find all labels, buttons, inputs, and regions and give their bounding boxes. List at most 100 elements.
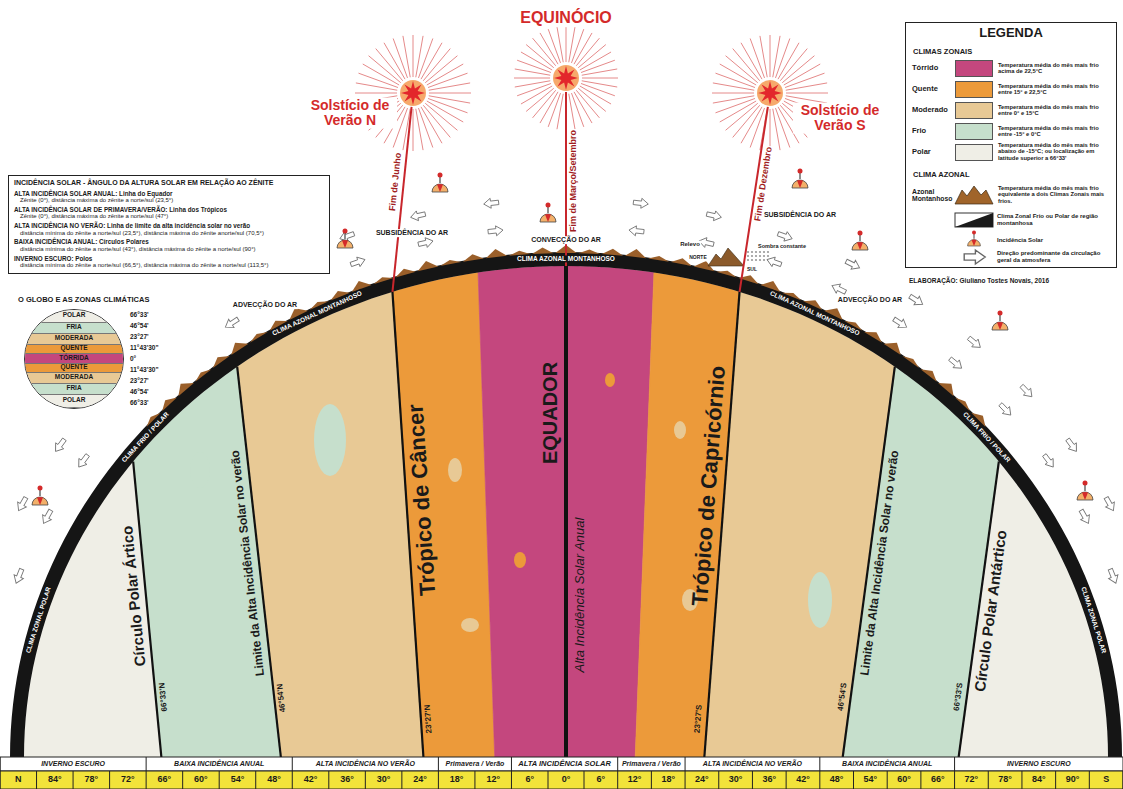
shadow-dot <box>759 251 761 253</box>
latitude-tick: 36° <box>761 775 777 785</box>
cell-separator <box>36 771 37 789</box>
incidence-symbol <box>432 173 448 193</box>
latitude-value: 11°43'30" <box>129 344 160 351</box>
zone-band: POLAR <box>25 310 123 323</box>
shadow-dot <box>763 255 765 257</box>
sun <box>514 26 618 266</box>
latitude-tick: 54° <box>230 775 246 785</box>
shadow-dot <box>747 251 749 253</box>
sun-ray <box>363 64 399 85</box>
circulation-arrow <box>488 225 504 237</box>
latitude-tick: 66° <box>157 775 173 785</box>
cell-separator <box>1089 771 1090 789</box>
mountain-relief <box>373 277 393 284</box>
legend-label: Moderado <box>912 106 948 114</box>
season-label: Solstício de Verão N <box>303 98 397 129</box>
sun <box>712 35 828 292</box>
circulation-arrow <box>947 355 965 372</box>
cell-separator <box>548 771 549 789</box>
circulation-arrow <box>52 436 69 454</box>
circulation-arrow <box>223 315 241 331</box>
sun-ray <box>576 90 599 118</box>
shadow-dot <box>747 255 749 257</box>
rim-label: CLIMA AZONAL MONTANHOSO <box>516 255 616 262</box>
latitude-tick: N <box>14 775 23 785</box>
rim-label: CLIMA FRIO / POLAR <box>961 410 1012 465</box>
sun-disc <box>757 80 783 106</box>
observer-head <box>343 229 348 234</box>
latitude-tick: 30° <box>728 775 744 785</box>
sun-ray <box>760 36 767 77</box>
circulation-arrow <box>1018 382 1036 400</box>
climate-patch <box>514 552 526 568</box>
legend-description: Temperatura média do mês mais frio entre… <box>997 104 1115 117</box>
latitude-label: 66°33'N <box>158 681 170 712</box>
climate-patch <box>448 458 462 482</box>
cell-separator <box>685 771 686 789</box>
mountain-relief <box>486 249 507 258</box>
shadow-dot <box>755 259 757 261</box>
cell-separator <box>584 771 585 789</box>
info-text: BAIXA INCIDÊNCIA ANUAL: Círculos Polares <box>14 238 324 245</box>
cell-separator <box>988 771 989 789</box>
rim-label: CLIMA ZONAL POLAR <box>1080 585 1108 655</box>
sun-ray <box>741 107 762 143</box>
incidence-wedge <box>545 214 551 222</box>
band-name: QUENTE <box>60 364 87 371</box>
zone-label: ALTA INCIDÊNCIA SOLAR <box>517 760 612 768</box>
legend-swatch <box>955 144 993 161</box>
sun-ray <box>557 27 563 62</box>
mountain-relief <box>716 271 736 278</box>
sun-ray <box>356 83 397 90</box>
zone-label: INVERNO ESCURO <box>1006 760 1072 768</box>
mountain-relief <box>921 369 937 382</box>
zone-band: FRIA <box>25 384 123 395</box>
circle-label: Círculo Polar Ártico <box>119 524 149 668</box>
cell-separator <box>219 771 220 789</box>
latitude-tick: 12° <box>485 775 501 785</box>
incidence-wedge <box>437 184 443 192</box>
latitude-tick: 78° <box>84 775 100 785</box>
band-name: FRIA <box>66 385 81 392</box>
latitude-tick: 30° <box>376 775 392 785</box>
circulation-arrow <box>844 257 862 273</box>
circulation-arrow <box>410 209 427 222</box>
circulation-arrow <box>1040 452 1057 470</box>
legend-label: Frio <box>912 127 926 135</box>
incidence-half-disc <box>852 242 868 250</box>
climate-zone <box>478 266 566 757</box>
sun-ray <box>750 38 764 77</box>
observer-head <box>38 486 43 491</box>
sun-ray <box>515 81 550 87</box>
legend-swatch <box>955 81 993 98</box>
info-text: ALTA INCIDÊNCIA SOLAR DE PRIMAVERA/VERÃO… <box>14 206 324 213</box>
globe-inset: O GLOBO E AS ZONAS CLIMÁTICASPOLARFRIAMO… <box>18 296 218 409</box>
mountain-relief <box>178 383 194 396</box>
cell-separator <box>365 771 366 789</box>
incidence-symbol <box>337 229 353 249</box>
inset-label: Relevo <box>679 241 701 248</box>
latitude-value: 46°54' <box>129 322 150 329</box>
circulation-arrow <box>1106 567 1121 585</box>
latitude-value: 46°54' <box>129 388 150 395</box>
zone-band: QUENTE <box>25 345 123 354</box>
zone-band: FRIA <box>25 323 123 334</box>
info-text: distância mínima do zênite a norte/sul (… <box>14 246 324 253</box>
cell-separator <box>146 771 147 789</box>
cell-separator <box>474 771 475 789</box>
legend-title: LEGENDA <box>906 26 1116 41</box>
cell-separator <box>511 771 512 789</box>
sun-ray <box>403 36 410 77</box>
sun-ray <box>429 96 470 103</box>
shadow-dot <box>751 259 753 261</box>
legend-swatch <box>955 102 993 119</box>
latitude-label: 46°54'N <box>276 682 288 713</box>
incidence-wedge <box>797 180 803 188</box>
date-label: Fim de Março/Setembro <box>569 129 579 233</box>
sun-ray <box>778 43 799 79</box>
legend-description: Temperatura média do mês mais frio entre… <box>997 83 1115 96</box>
sun-ray <box>393 38 407 77</box>
circulation-arrow <box>417 236 434 249</box>
zone-separator <box>685 757 686 771</box>
info-text: distância mínima do zênite a norte/sul (… <box>14 230 324 237</box>
